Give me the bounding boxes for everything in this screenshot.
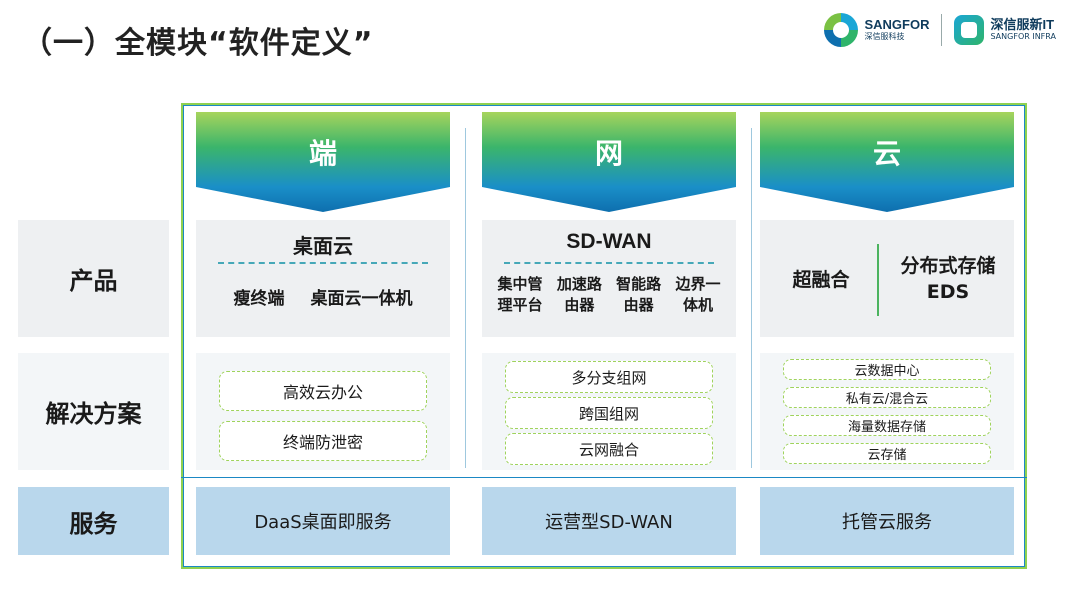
column-header-endpoint: 端 [196,112,450,212]
product-panel-network: SD-WAN 集中管理平台 加速路由器 智能路由器 边界一体机 [482,220,736,337]
product-eds: 分布式存储EDS [900,254,996,303]
row-label-product: 产品 [18,220,169,337]
column-header-label: 网 [594,137,623,170]
service-panel-cloud: 托管云服务 [760,487,1014,555]
solution-pill: 终端防泄密 [219,421,427,461]
sangfor-infra-logo-icon [954,15,985,45]
column-header-label: 云 [872,137,901,170]
logo-bar: SANGFOR 深信服科技 深信服新IT SANGFOR INFRA [824,10,1056,50]
solution-panel-endpoint: 高效云办公 终端防泄密 [196,353,450,470]
column-header-label: 端 [308,137,337,170]
product-divider [877,244,879,316]
sangfor-infra-logo: 深信服新IT SANGFOR INFRA [954,15,1056,45]
service-panel-endpoint: DaaS桌面即服务 [196,487,450,555]
solution-pill: 高效云办公 [219,371,427,411]
solution-pill: 云数据中心 [783,359,991,380]
column-divider [465,128,466,468]
solution-pill: 私有云/混合云 [783,387,991,408]
solution-pill: 云存储 [783,443,991,464]
product-item: 边界一体机 [675,275,721,314]
page-title: （一）全模块“软件定义” [22,26,374,61]
service-panel-network: 运营型SD-WAN [482,487,736,555]
row-label-service: 服务 [18,487,169,555]
product-title: 桌面云 [293,234,353,258]
column-header-cloud: 云 [760,112,1014,212]
column-divider [751,128,752,468]
product-item: 桌面云一体机 [310,289,413,309]
sangfor-infra-logo-subtitle: SANGFOR INFRA [990,31,1056,41]
dashed-divider [218,262,428,264]
module-frame [181,103,1027,569]
sangfor-infra-logo-name: 深信服新IT [990,17,1055,33]
solution-pill: 跨国组网 [505,397,713,429]
sangfor-logo-name: SANGFOR [864,17,930,33]
product-hci: 超融合 [792,269,850,291]
row-label-solution: 解决方案 [18,353,169,470]
service-separator [181,477,1027,478]
product-panel-cloud: 超融合 分布式存储EDS [760,220,1014,337]
solution-panel-cloud: 云数据中心 私有云/混合云 海量数据存储 云存储 [760,353,1014,470]
sangfor-logo-icon [824,13,859,47]
product-item: 集中管理平台 [497,275,543,314]
product-item: 智能路由器 [616,275,662,314]
solution-pill: 云网融合 [505,433,713,465]
logo-divider [941,14,943,46]
sangfor-logo-subtitle: 深信服科技 [864,31,905,41]
column-header-network: 网 [482,112,736,212]
product-item: 瘦终端 [233,289,285,309]
sangfor-logo: SANGFOR 深信服科技 [824,13,929,47]
product-panel-endpoint: 桌面云 瘦终端 桌面云一体机 [196,220,450,337]
solution-panel-network: 多分支组网 跨国组网 云网融合 [482,353,736,470]
solution-pill: 多分支组网 [505,361,713,393]
solution-pill: 海量数据存储 [783,415,991,436]
product-item: 加速路由器 [556,275,602,314]
dashed-divider [504,262,714,264]
product-title: SD-WAN [566,230,652,253]
